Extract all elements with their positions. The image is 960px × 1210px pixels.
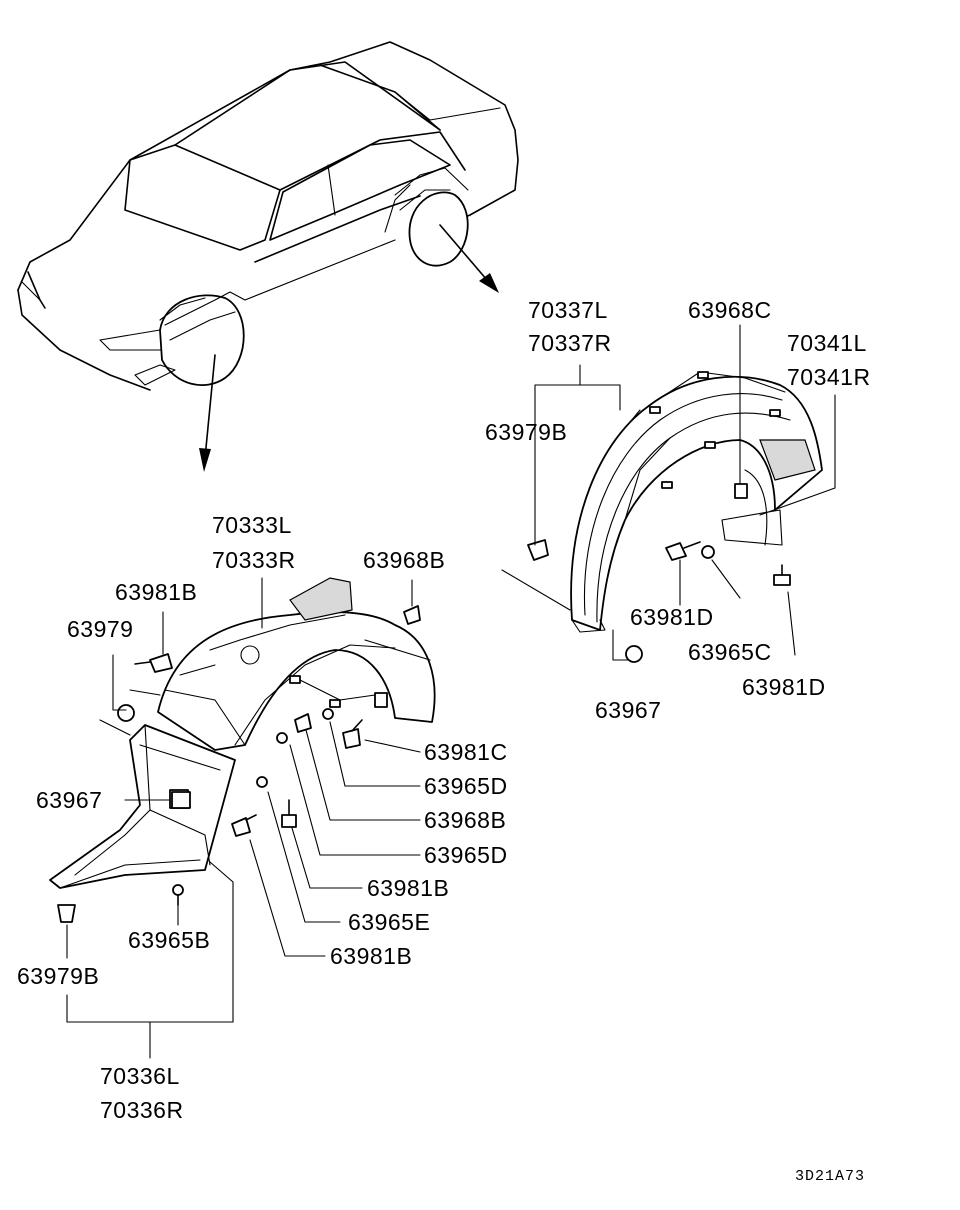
front-wheel-house-liner <box>49 577 436 923</box>
label-63967-left: 63967 <box>36 787 102 813</box>
screw-63965b <box>172 884 184 906</box>
label-63981b-mid: 63981B <box>367 875 449 901</box>
bolt-63981d-b <box>773 564 791 586</box>
label-63981b-low: 63981B <box>330 943 412 969</box>
label-63967-right: 63967 <box>595 697 661 723</box>
label-70333l: 70333L <box>212 512 292 538</box>
label-63968b-top: 63968B <box>363 547 445 573</box>
bolt-63981b-low <box>231 814 257 837</box>
label-70341l: 70341L <box>787 330 867 356</box>
leaders-left <box>66 577 421 1059</box>
rear-wheel-house-liner <box>527 371 823 663</box>
label-70336l: 70336L <box>100 1063 180 1089</box>
label-63979b-low: 63979B <box>17 963 99 989</box>
label-63979b-right: 63979B <box>485 419 567 445</box>
screw-63965d-a <box>322 708 334 720</box>
label-63981c: 63981C <box>424 739 508 765</box>
label-63979: 63979 <box>67 616 133 642</box>
clip-63968b-mid <box>294 713 312 733</box>
screw-63965d-b <box>276 732 288 744</box>
label-63965d-a: 63965D <box>424 773 508 799</box>
clip-63979b-right <box>527 539 549 561</box>
label-63981d-a: 63981D <box>630 604 714 630</box>
clip-63979b-low <box>57 904 76 923</box>
car-illustration <box>17 41 519 472</box>
bolt-63981b-mid <box>281 799 297 828</box>
screw-63965c <box>701 545 715 559</box>
label-63981d-b: 63981D <box>742 674 826 700</box>
bolt-63981c <box>342 719 363 749</box>
label-63965b: 63965B <box>128 927 210 953</box>
label-70337r: 70337R <box>528 330 612 356</box>
bolt-63981d-a <box>665 541 701 561</box>
figure-code: 3D21A73 <box>795 1168 865 1185</box>
clip-63967-left <box>171 791 191 809</box>
label-70336r: 70336R <box>100 1097 184 1123</box>
label-63968b-mid: 63968B <box>424 807 506 833</box>
clip-63979 <box>117 704 135 722</box>
label-63965e: 63965E <box>348 909 430 935</box>
label-63965d-b: 63965D <box>424 842 508 868</box>
bolt-63981b-top <box>134 653 173 673</box>
label-70337l: 70337L <box>528 297 608 323</box>
leaders-right <box>501 324 836 661</box>
screw-63965e <box>256 776 268 788</box>
clip-63967-right <box>625 645 643 663</box>
label-70333r: 70333R <box>212 547 296 573</box>
label-63965c: 63965C <box>688 639 772 665</box>
label-70341r: 70341R <box>787 364 871 390</box>
label-63981b-top: 63981B <box>115 579 197 605</box>
label-63968c: 63968C <box>688 297 772 323</box>
clip-63968b-top <box>403 605 421 625</box>
